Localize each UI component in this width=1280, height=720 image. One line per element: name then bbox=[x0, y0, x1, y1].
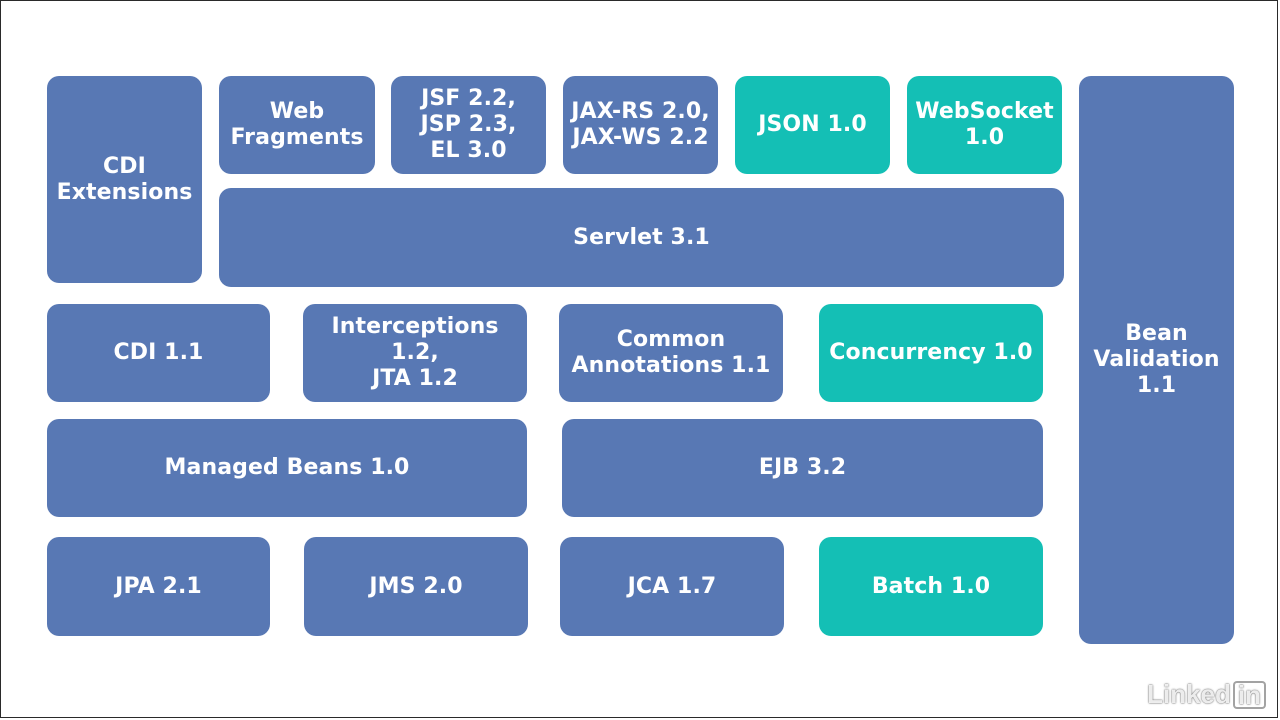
jpa-box: JPA 2.1 bbox=[47, 537, 270, 636]
interceptions-jta-box: Interceptions 1.2, JTA 1.2 bbox=[303, 304, 527, 402]
ejb-box: EJB 3.2 bbox=[562, 419, 1043, 517]
servlet-box: Servlet 3.1 bbox=[219, 188, 1064, 287]
json-box: JSON 1.0 bbox=[735, 76, 890, 174]
cdi-box: CDI 1.1 bbox=[47, 304, 270, 402]
jca-box: JCA 1.7 bbox=[560, 537, 784, 636]
web-fragments-box: Web Fragments bbox=[219, 76, 375, 174]
jsf-jsp-el-box: JSF 2.2, JSP 2.3, EL 3.0 bbox=[391, 76, 546, 174]
common-annotations-box: Common Annotations 1.1 bbox=[559, 304, 783, 402]
linkedin-in-logo-icon: in bbox=[1232, 680, 1266, 709]
jms-box: JMS 2.0 bbox=[304, 537, 528, 636]
watermark-text: Linked bbox=[1147, 679, 1231, 709]
jax-rs-ws-box: JAX-RS 2.0, JAX-WS 2.2 bbox=[563, 76, 718, 174]
concurrency-box: Concurrency 1.0 bbox=[819, 304, 1043, 402]
websocket-box: WebSocket 1.0 bbox=[907, 76, 1062, 174]
cdi-extensions-box: CDI Extensions bbox=[47, 76, 202, 283]
bean-validation-box: Bean Validation 1.1 bbox=[1079, 76, 1234, 644]
managed-beans-box: Managed Beans 1.0 bbox=[47, 419, 527, 517]
batch-box: Batch 1.0 bbox=[819, 537, 1043, 636]
